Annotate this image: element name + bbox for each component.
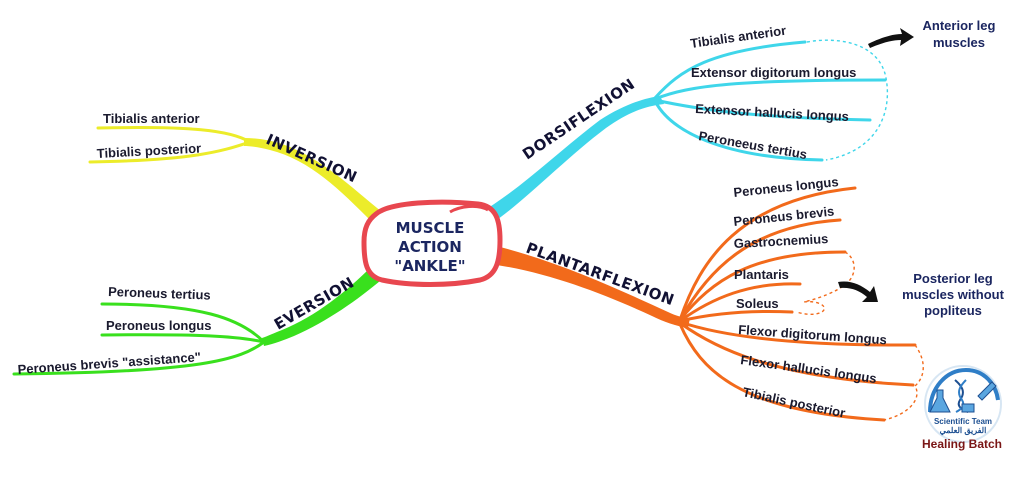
- inversion-item-2: Tibialis posterior: [96, 141, 201, 161]
- plantarflexion-item-8: Tibialis posterior: [741, 384, 846, 420]
- eversion-twig-1: [100, 302, 266, 344]
- inversion-twig-2: [88, 140, 252, 164]
- posterior-note-line-1: Posterior leg: [913, 271, 993, 286]
- dorsiflexion-item-3: Extensor hallucis longus: [695, 101, 849, 124]
- inversion-item-1: Tibialis anterior: [103, 111, 200, 126]
- dorsiflexion-item-2: Extensor digitorum longus: [691, 65, 856, 80]
- logo-team-text: Scientific Team: [934, 417, 992, 426]
- flask-icon: [929, 389, 951, 413]
- plantarflexion-item-5: Soleus: [736, 296, 779, 311]
- eversion-item-1: Peroneus tertius: [108, 284, 211, 303]
- logo: Scientific Team الفريق العلمي Healing Ba…: [922, 365, 1002, 451]
- posterior-note-line-2: muscles without: [902, 287, 1005, 302]
- plantarflexion-trunk: [490, 246, 690, 328]
- center-node: MUSCLE ACTION "ANKLE": [361, 199, 503, 287]
- plantarflexion-dashed-bracket-upper: [795, 251, 855, 315]
- plantarflexion-item-1: Peroneus longus: [733, 174, 839, 200]
- plantarflexion-twig-8: [678, 322, 886, 422]
- batch-label: Healing Batch: [922, 437, 1002, 451]
- posterior-arrow-icon: [838, 281, 878, 302]
- dorsiflexion-twig-3: [653, 98, 872, 122]
- plantarflexion-item-3: Gastrocnemius: [733, 231, 828, 251]
- dorsiflexion-item-4: Peroneeus tertius: [697, 128, 808, 162]
- plantarflexion-twig-3: [678, 250, 847, 322]
- eversion-trunk: [262, 266, 386, 346]
- inversion-label: INVERSION: [263, 130, 360, 186]
- anterior-note-line-1: Anterior leg: [923, 18, 996, 33]
- plantarflexion-dashed-bracket-lower: [883, 344, 924, 421]
- center-node-border: [361, 199, 503, 287]
- center-line-1: MUSCLE: [396, 219, 465, 237]
- eversion-branch: EVERSION Peroneus tertius Peroneus longu…: [12, 266, 386, 377]
- eversion-item-2: Peroneus longus: [106, 318, 211, 333]
- anterior-arrow-icon: [868, 28, 914, 48]
- plantarflexion-twig-5: [678, 309, 794, 323]
- eversion-twig-2: [100, 333, 266, 344]
- syringe-icon: [977, 381, 997, 401]
- posterior-note-line-3: popliteus: [924, 303, 982, 318]
- plantarflexion-item-2: Peroneus brevis: [733, 203, 835, 228]
- logo-arabic-text: الفريق العلمي: [940, 426, 987, 436]
- plantarflexion-twig-4: [678, 282, 802, 323]
- book-icon: [961, 403, 975, 413]
- dorsiflexion-label: DORSIFLEXION: [519, 75, 638, 164]
- plantarflexion-item-7: Flexor hallucis longus: [740, 352, 878, 386]
- center-line-3: "ANKLE": [394, 257, 465, 275]
- dorsiflexion-twig-4: [653, 99, 824, 162]
- inversion-trunk: [244, 138, 382, 222]
- center-line-2: ACTION: [398, 238, 462, 256]
- plantarflexion-item-4: Plantaris: [734, 267, 789, 282]
- dorsiflexion-twig-1: [653, 40, 807, 100]
- plantarflexion-twig-1: [678, 186, 857, 322]
- dna-icon-strand: [955, 379, 967, 413]
- inversion-twig-1: [96, 126, 252, 144]
- plantarflexion-twig-2: [678, 218, 842, 322]
- dorsiflexion-trunk: [478, 96, 664, 222]
- dorsiflexion-dashed-bracket: [806, 39, 889, 161]
- inversion-branch: INVERSION Tibialis anterior Tibialis pos…: [88, 111, 382, 222]
- center-node-border-flourish: [449, 204, 489, 214]
- plantarflexion-twig-7: [678, 321, 915, 387]
- eversion-twig-3: [12, 340, 266, 376]
- anterior-note-line-2: muscles: [933, 35, 985, 50]
- dorsiflexion-twig-2: [653, 78, 887, 101]
- plantarflexion-branch: PLANTARFLEXION Peroneus longus Peroneus …: [490, 174, 1005, 422]
- plantarflexion-twig-6: [678, 320, 917, 347]
